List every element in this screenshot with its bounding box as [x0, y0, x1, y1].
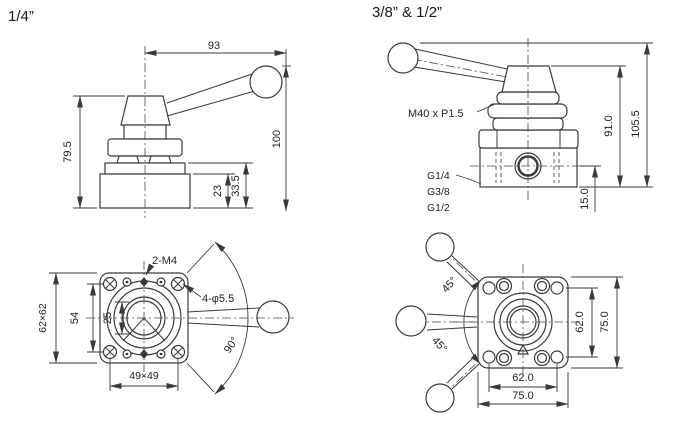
lever-ball: [256, 300, 290, 334]
dim-79-5-label: 79.5: [62, 141, 74, 162]
dim-45deg-lower-label: 45°: [429, 335, 449, 355]
dim-75-h-label: 75.0: [512, 390, 533, 402]
dim-flange-h: 75.0: [477, 372, 569, 408]
lever-ball-upper: [425, 232, 455, 262]
angle-arc: [463, 279, 482, 365]
corner-screw: [170, 344, 186, 360]
port-size-callout: G1/4 G3/8 G1/2: [427, 170, 482, 214]
small-port-holes: [122, 277, 166, 359]
dim-flange-v: 75.0: [571, 276, 623, 369]
dim-91-label: 91.0: [603, 115, 615, 136]
lever-arm: [166, 73, 256, 117]
boss-left: [116, 155, 140, 164]
large-valve-side-view: M40 x P1.5 G1/4 G3/8 G1/2 91.0 105.5: [387, 38, 653, 214]
dim-flange-square: 62×62: [37, 272, 97, 364]
dim-base-steps: 23 33.5: [188, 162, 253, 209]
dim-15-label: 15.0: [579, 188, 591, 209]
dim-49x49-label: 49×49: [129, 370, 159, 382]
dim-25-label: 25: [102, 312, 114, 324]
selector-knob: [120, 95, 171, 126]
panel-nut: [487, 103, 568, 119]
thread-holes-callout: 2-M4: [145, 255, 177, 276]
mounting-holes-callout: 4-φ5.5: [182, 283, 234, 305]
hidden-port-lines: [495, 152, 560, 183]
drawing-title-quarter: 1/4”: [8, 8, 34, 25]
boss-right: [148, 155, 172, 164]
port-option-g14: G1/4: [427, 170, 450, 182]
dim-75-v-label: 75.0: [599, 311, 611, 332]
quarter-valve-top-view: 90°: [37, 241, 294, 395]
dim-hole-pitch-square: 49×49: [109, 359, 179, 391]
dim-23-label: 23: [212, 185, 224, 197]
dim-heights: 91.0 105.5: [420, 42, 653, 188]
large-valve-top-view: 45° 45° 62.0 75.0 62.0 75.0: [395, 232, 623, 413]
label-2-m4: 2-M4: [152, 255, 177, 267]
dim-62-h-label: 62.0: [512, 372, 533, 384]
corner-screw: [102, 276, 118, 292]
dim-hole-pitch-v: 62.0: [566, 287, 598, 358]
dim-62x62-label: 62×62: [37, 303, 49, 333]
lever-ball: [249, 65, 283, 99]
lever-ball: [387, 42, 419, 74]
dim-lever-reach: 93: [144, 40, 291, 67]
dim-33-5-label: 33.5: [230, 175, 242, 196]
body-flange: [478, 129, 579, 149]
drawing-title-large: 3/8” & 1/2”: [372, 4, 443, 21]
port-option-g38: G3/8: [427, 186, 450, 198]
valve-body: [479, 147, 578, 188]
lever-ball-lower: [425, 383, 455, 413]
dim-hole-pitch-h: 62.0: [488, 364, 558, 392]
lever-ball-horizontal: [395, 305, 427, 337]
corner-screw: [102, 344, 118, 360]
dim-54-label: 54: [69, 312, 81, 324]
dim-total-height: 100: [271, 65, 289, 212]
dim-100-label: 100: [271, 130, 283, 148]
corner-screw: [170, 276, 186, 292]
selector-knob: [501, 65, 557, 93]
quarter-valve-side-view: 93 100 79.5 23 33.5: [62, 40, 291, 218]
label-4-phi-5-5: 4-φ5.5: [202, 293, 234, 305]
dim-45deg-upper-label: 45°: [440, 275, 460, 295]
dim-bore: 25: [102, 301, 129, 335]
dim-90deg-label: 90°: [222, 335, 241, 356]
dim-hole-pitch-v: 54: [69, 283, 103, 353]
dim-93-label: 93: [208, 40, 220, 52]
dim-port-height: 15.0: [579, 165, 601, 212]
port-option-g12: G1/2: [427, 202, 450, 214]
m40-thread-label: M40 x P1.5: [408, 108, 464, 120]
thread-callout: M40 x P1.5: [408, 103, 496, 120]
dim-62-v-label: 62.0: [574, 311, 586, 332]
corner-holes: [482, 281, 564, 364]
clamp-bolts: [495, 277, 551, 367]
dim-body-height: 79.5: [62, 95, 125, 209]
port-spokes: [122, 317, 166, 342]
dim-105-5-label: 105.5: [630, 110, 642, 138]
